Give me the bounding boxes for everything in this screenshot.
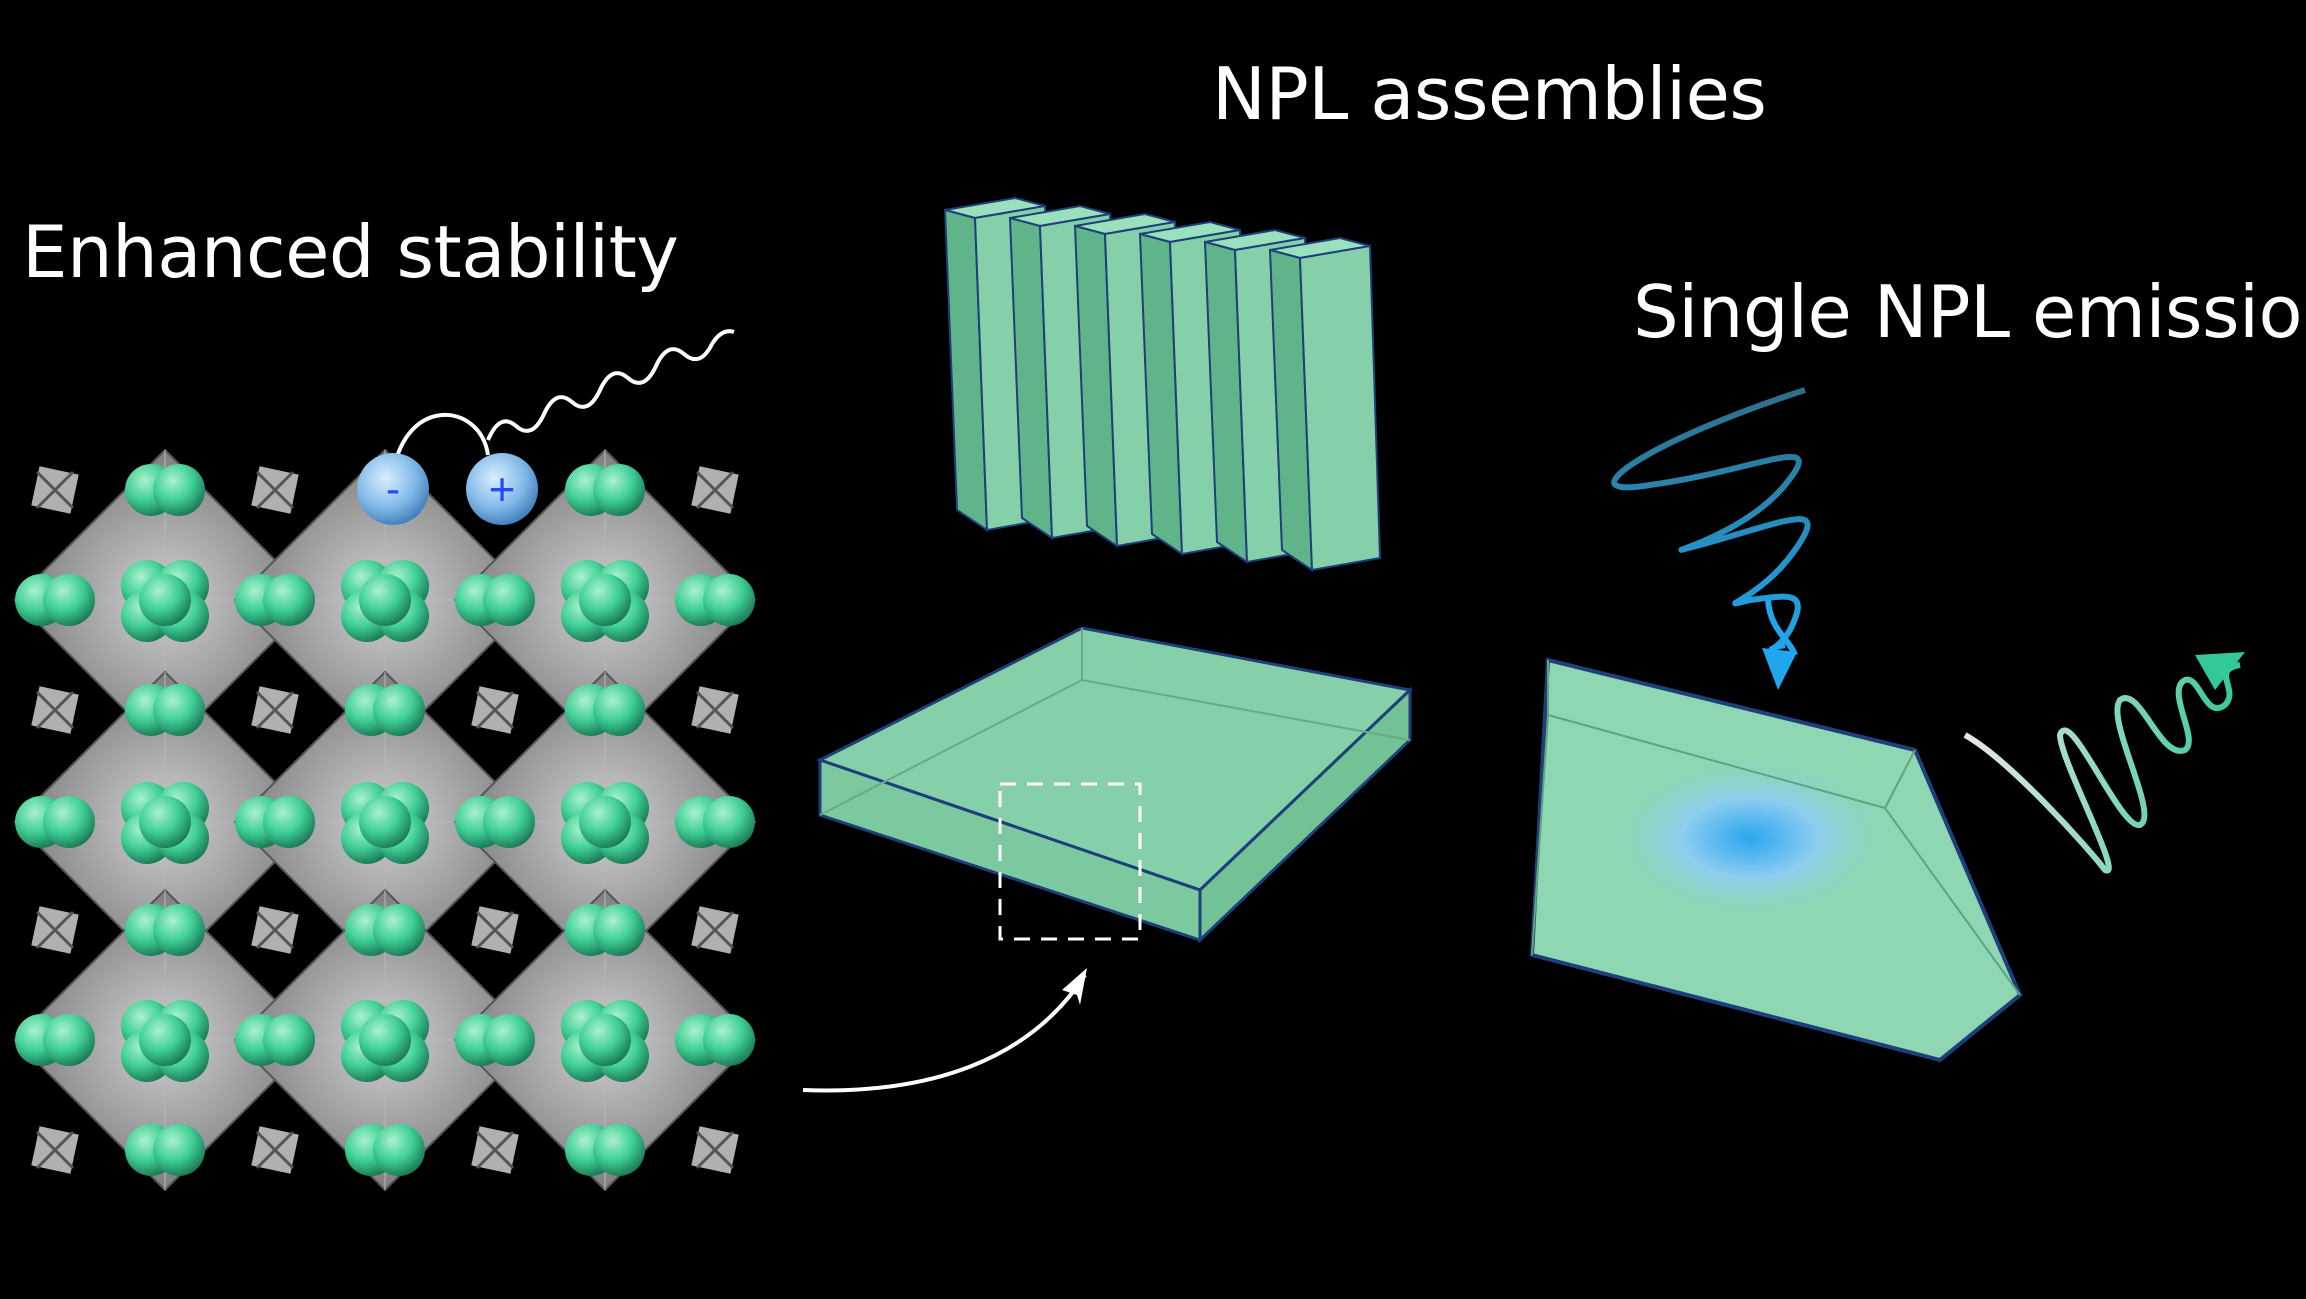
- excitation-arrow-icon: [1611, 387, 1811, 690]
- halide-sphere: [593, 464, 645, 516]
- ion-pair-icon: - +: [357, 329, 735, 525]
- halide-sphere: [703, 574, 755, 626]
- a-site-cation: [691, 466, 739, 514]
- halide-sphere: [153, 904, 205, 956]
- halide-sphere: [579, 796, 631, 848]
- halide-sphere: [139, 574, 191, 626]
- halide-sphere: [703, 796, 755, 848]
- halide-sphere: [153, 684, 205, 736]
- cation-bonds: [475, 690, 515, 730]
- a-site-cation: [691, 1126, 739, 1174]
- single-npl: [1529, 657, 2023, 1063]
- halide-sphere: [483, 1014, 535, 1066]
- a-site-cation: [471, 1126, 519, 1174]
- halide-sphere: [43, 796, 95, 848]
- cation-bonds: [255, 690, 295, 730]
- a-site-cation: [251, 686, 299, 734]
- cation-bonds: [695, 690, 735, 730]
- halide-sphere: [373, 684, 425, 736]
- emission-spot: [1600, 750, 1900, 926]
- halide-sphere: [579, 574, 631, 626]
- cation-bonds: [255, 910, 295, 950]
- cation-bonds: [35, 470, 75, 510]
- cation-bonds: [695, 470, 735, 510]
- halide-sphere: [43, 574, 95, 626]
- halide-sphere: [43, 1014, 95, 1066]
- halide-sphere: [359, 574, 411, 626]
- plate-front: [1298, 244, 1382, 572]
- halide-sphere: [593, 904, 645, 956]
- flat-npl: [816, 626, 1414, 944]
- npl-assemblies-label: NPL assemblies: [1212, 52, 1767, 136]
- halide-sphere: [263, 1014, 315, 1066]
- halide-sphere: [139, 1014, 191, 1066]
- cation-bonds: [255, 470, 295, 510]
- a-site-cation: [471, 686, 519, 734]
- a-site-cation: [251, 1126, 299, 1174]
- a-site-cation: [31, 1126, 79, 1174]
- halide-sphere: [579, 1014, 631, 1066]
- positive-charge-sphere: [466, 453, 538, 525]
- halide-sphere: [593, 1124, 645, 1176]
- cation-bonds: [35, 910, 75, 950]
- halide-sphere: [359, 796, 411, 848]
- a-site-cation: [471, 906, 519, 954]
- zoom-arrow-icon: [802, 968, 1087, 1093]
- positive-charge-symbol: +: [489, 463, 516, 515]
- halide-sphere: [483, 796, 535, 848]
- cation-bonds: [695, 910, 735, 950]
- single-npl-emission-label: Single NPL emission: [1633, 270, 2306, 354]
- cation-bonds: [695, 1130, 735, 1170]
- halide-sphere: [359, 1014, 411, 1066]
- a-site-cation: [691, 906, 739, 954]
- npl-plate: [1268, 236, 1382, 572]
- a-site-cation: [31, 466, 79, 514]
- perovskite-lattice: [13, 448, 757, 1192]
- zoom-box: [998, 782, 1142, 941]
- cation-bonds: [475, 1130, 515, 1170]
- a-site-cation: [31, 906, 79, 954]
- halide-sphere: [139, 796, 191, 848]
- halide-sphere: [703, 1014, 755, 1066]
- cation-bonds: [255, 1130, 295, 1170]
- cation-bonds: [35, 1130, 75, 1170]
- a-site-cation: [31, 686, 79, 734]
- halide-sphere: [263, 574, 315, 626]
- enhanced-stability-label: Enhanced stability: [22, 210, 679, 294]
- cation-bonds: [35, 690, 75, 730]
- halide-sphere: [373, 904, 425, 956]
- halide-sphere: [263, 796, 315, 848]
- halide-sphere: [153, 1124, 205, 1176]
- halide-sphere: [153, 464, 205, 516]
- npl-assembly-stack: [943, 196, 1382, 572]
- a-site-cation: [691, 686, 739, 734]
- emission-arrow-icon: [1963, 652, 2245, 874]
- halide-sphere: [593, 684, 645, 736]
- negative-charge-symbol: -: [386, 465, 400, 512]
- cation-bonds: [475, 910, 515, 950]
- a-site-cation: [251, 906, 299, 954]
- negative-charge-sphere: [357, 453, 429, 525]
- halide-sphere: [483, 574, 535, 626]
- halide-sphere: [373, 1124, 425, 1176]
- a-site-cation: [251, 466, 299, 514]
